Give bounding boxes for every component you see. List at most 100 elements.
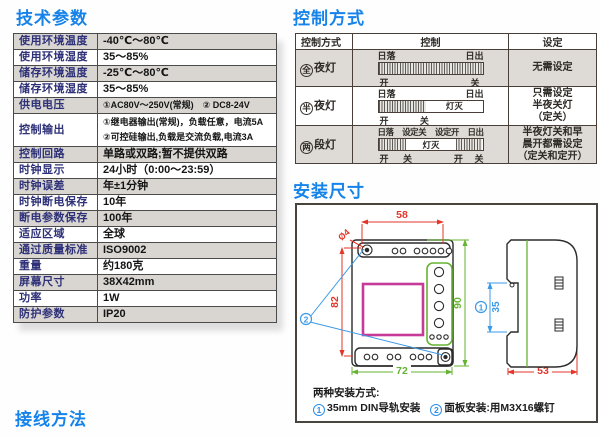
section-title-control-method: 控制方式 xyxy=(293,9,365,28)
control-row-half-night: 半夜灯 日落日出 灯灭 开关 只需设定 半夜关灯 （定关） xyxy=(295,86,597,126)
on-label: 开 xyxy=(453,154,463,164)
mode-label: 夜灯 xyxy=(314,62,336,74)
timing-bar: 灯灭 xyxy=(377,138,484,151)
sunset-label: 日落 xyxy=(377,88,396,99)
param-value: 1W xyxy=(97,290,277,307)
setting-cell: 只需设定 半夜关灯 （定关） xyxy=(508,86,597,126)
setting-text: 半夜灯关和早 xyxy=(522,126,583,138)
callout-2-circle xyxy=(299,312,313,326)
set-on-label: 设定开 xyxy=(434,127,460,137)
param-value: 约180克 xyxy=(97,258,277,275)
light-off-segment: 灯灭 xyxy=(422,139,440,150)
install-note-heading: 两种安装方式: xyxy=(313,387,380,399)
callout-1-label: 1 xyxy=(479,303,484,313)
param-value: ISO9002 xyxy=(97,242,277,259)
param-label: 储存环境湿度 xyxy=(13,81,98,98)
dim-hole-diameter-label: Ø4 xyxy=(336,227,352,242)
dim-82-label: 82 xyxy=(329,296,341,308)
din-clip-hook xyxy=(509,282,515,288)
param-label: 储存环境温度 xyxy=(13,65,98,82)
install-item-2: 面板安装:用M3X16螺钉 xyxy=(444,402,555,414)
param-value: ①继电器输出(常规)，负载任意，电流5A ②可控硅输出,负载是交流负载,电流3A xyxy=(97,113,277,147)
param-value: 38X42mm xyxy=(97,274,277,291)
mode-label: 夜灯 xyxy=(314,100,336,112)
on-segment xyxy=(456,139,483,150)
table-row: 使用环境温度-40℃～80℃ xyxy=(13,33,277,50)
lcd-screen xyxy=(361,282,425,337)
dimension-blue xyxy=(487,282,507,333)
control-diagram-cell: 日落日出 开关 xyxy=(352,49,509,88)
circled-char: 全 xyxy=(300,64,313,77)
dim-text-mask xyxy=(534,364,552,375)
param-label: 时钟显示 xyxy=(13,162,98,179)
timing-diagram: 日落日出 开关 xyxy=(377,51,484,88)
table-row: 适应区域全球 xyxy=(13,226,277,243)
param-value: 35～85% xyxy=(97,81,277,98)
param-label: 控制回路 xyxy=(13,146,98,163)
table-row: 重量约180克 xyxy=(13,258,277,275)
side-slots xyxy=(554,276,564,332)
col-header-mode: 控制方式 xyxy=(295,33,353,50)
param-value: 年±1分钟 xyxy=(97,178,277,195)
install-item-1: 35mm DIN导轨安装 xyxy=(327,402,421,414)
control-row-all-night: 全夜灯 日落日出 开关 无需设定 xyxy=(295,49,597,88)
mode-cell: 两段灯 xyxy=(295,125,353,164)
setting-text: （定关） xyxy=(532,112,573,123)
mode-label: 段灯 xyxy=(314,138,336,151)
off-label: 关 xyxy=(470,77,480,88)
circled-number-2: 2 xyxy=(430,403,443,416)
dim-text-mask xyxy=(393,364,411,375)
param-label: 时钟断电保存 xyxy=(13,194,98,211)
off-label: 关 xyxy=(402,154,412,164)
on-segment xyxy=(378,62,483,74)
callout-2-label: 2 xyxy=(304,315,309,325)
param-label: 防护参数 xyxy=(13,306,98,323)
off-label: 关 xyxy=(419,115,429,126)
col-header-control: 控制 xyxy=(352,33,509,50)
setting-text: 半夜关灯 xyxy=(532,100,573,111)
setting-cell: 半夜灯关和早 晨开都需设定 （定关和定开） xyxy=(508,125,597,164)
table-row: 时钟误差年±1分钟 xyxy=(13,178,277,195)
setting-text: （定关和定开） xyxy=(517,150,588,162)
setting-text: 只需设定 xyxy=(532,88,573,99)
param-value: 100年 xyxy=(97,210,277,227)
param-value: 10年 xyxy=(97,194,277,211)
light-off-segment: 灯灭 xyxy=(445,101,463,111)
section-title-wiring-method: 接线方法 xyxy=(15,410,87,429)
dim-35-label: 35 xyxy=(491,301,502,313)
param-label: 功率 xyxy=(13,290,98,307)
dim-90-label: 90 xyxy=(452,297,464,309)
control-method-table: 控制方式 控制 设定 全夜灯 日落日出 开关 无需设定 半夜灯 日落日出 灯灭 … xyxy=(295,33,597,164)
timing-diagram: 日落日出 灯灭 开关 xyxy=(377,88,484,126)
timing-bar xyxy=(377,61,484,75)
param-label: 断电参数保存 xyxy=(13,210,98,227)
param-label: 重量 xyxy=(13,258,98,275)
control-diagram-cell: 日落日出 灯灭 开关 xyxy=(352,86,509,126)
set-off-label: 设定关 xyxy=(402,127,427,137)
control-diagram-cell: 日落 设定关 设定开 日出 灯灭 开 关 开 关 xyxy=(352,125,509,164)
table-row: 控制输出 ①继电器输出(常规)，负载任意，电流5A ②可控硅输出,负载是交流负载… xyxy=(13,113,277,147)
sunset-label: 日落 xyxy=(377,127,395,137)
setting-text: 晨开都需设定 xyxy=(522,138,583,150)
terminal-block-holes xyxy=(429,266,449,340)
section-title-tech-params: 技术参数 xyxy=(16,9,88,28)
param-value: -40℃～80℃ xyxy=(97,33,277,50)
setting-text: 无需设定 xyxy=(532,62,573,73)
circled-number-1: 1 xyxy=(313,403,325,416)
timing-bar: 灯灭 xyxy=(377,99,484,113)
param-value: 全球 xyxy=(97,226,277,243)
param-value: 单路或双路;暂不提供双路 xyxy=(97,146,277,163)
param-label: 使用环境温度 xyxy=(13,33,98,50)
param-value: 35～85% xyxy=(97,49,277,66)
on-label: 开 xyxy=(379,77,389,88)
